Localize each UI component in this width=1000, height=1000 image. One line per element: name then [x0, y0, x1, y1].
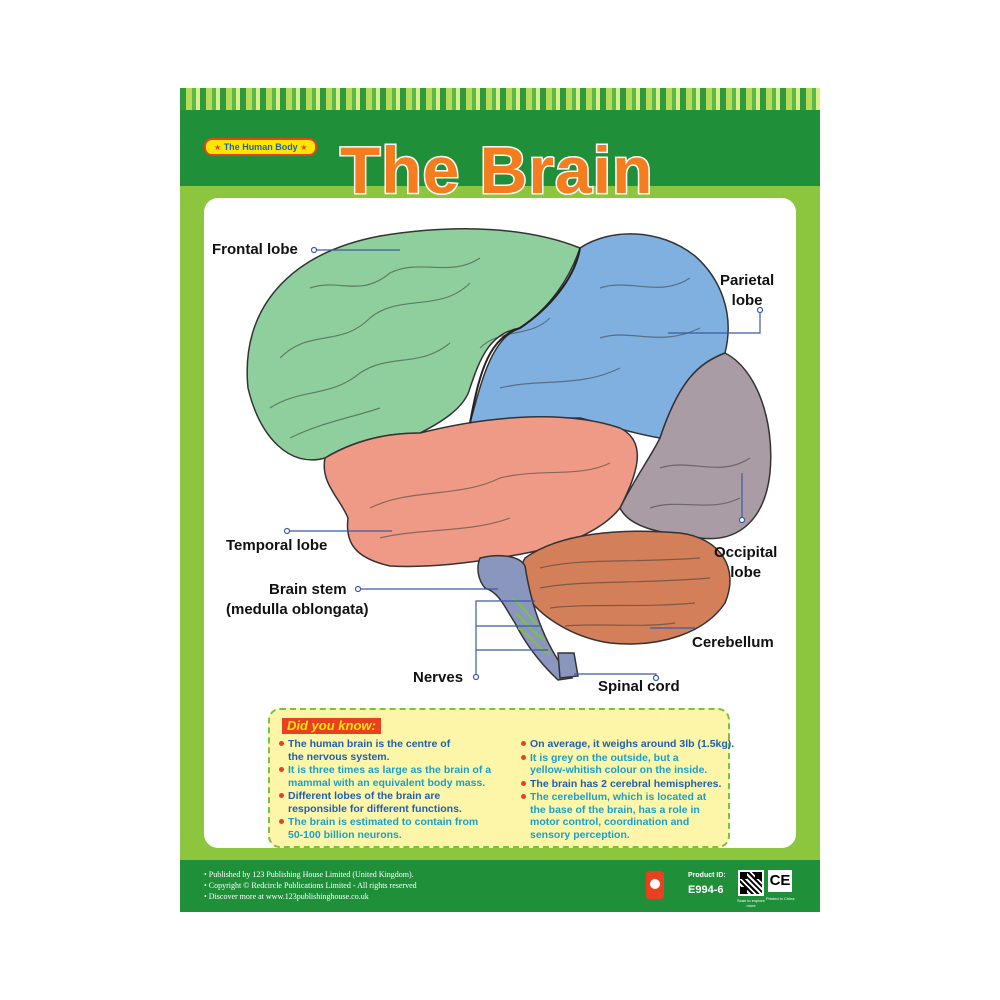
brain-folds	[269, 257, 751, 627]
leader-dot	[310, 246, 318, 254]
leader-line-nerves	[475, 600, 548, 676]
qr-caption: Scan to explore more	[737, 898, 765, 908]
qr-code-icon	[738, 870, 764, 896]
did-you-know-title: Did you know:	[282, 718, 381, 734]
header-bar: ★ The Human Body ★ The Brain	[180, 110, 820, 209]
footer-bar: • Published by 123 Publishing House Limi…	[180, 860, 820, 912]
credits: • Published by 123 Publishing House Limi…	[204, 869, 417, 902]
page-title: The Brain	[338, 132, 654, 209]
made-in-label: Printed in China	[766, 896, 795, 901]
fact-line: Different lobes of the brain are	[288, 790, 441, 802]
fact-line: yellow-whitish colour on the inside.	[530, 764, 708, 776]
credit-line: • Published by 123 Publishing House Limi…	[204, 870, 414, 879]
leader-lines	[283, 246, 764, 682]
product-id-label: Product ID:	[688, 872, 726, 879]
fact-item: The brain has 2 cerebral hemispheres.	[520, 778, 742, 791]
central-sulcus	[469, 247, 581, 424]
label-brain-stem-line-1: Brain stem	[269, 581, 347, 598]
fact-line: the base of the brain, has a role in	[530, 803, 700, 816]
series-badge: ★ The Human Body ★	[204, 138, 318, 156]
cerebellum-region	[520, 530, 731, 645]
label-parietal-line-2: lobe	[731, 292, 763, 309]
label-occipital-line-2: lobe	[730, 564, 762, 581]
fact-line: sensory perception.	[530, 828, 630, 841]
fact-line: the nervous system.	[288, 750, 390, 763]
brain-diagram	[246, 228, 772, 682]
spinal-cord-region	[557, 652, 579, 679]
facts-right-column: On average, it weighs around 3lb (1.5kg)…	[520, 738, 742, 842]
leader-line-parietal	[668, 311, 761, 334]
fact-line: mammal with an equivalent body mass.	[288, 776, 486, 789]
fact-item: It is three times as large as the brain …	[278, 764, 500, 789]
fact-line: motor control, coordination and	[530, 816, 690, 828]
temporal-lobe-region	[323, 416, 638, 568]
leader-dot	[283, 527, 291, 535]
fact-line: The cerebellum, which is located at	[530, 791, 707, 803]
fact-line: 50-100 billion neurons.	[288, 828, 402, 841]
ce-mark-icon: CE	[768, 870, 792, 892]
label-frontal-lobe: Frontal lobe	[212, 241, 298, 258]
fact-line: It is three times as large as the brain …	[288, 764, 492, 776]
leader-dot	[354, 585, 362, 593]
leader-dot	[738, 516, 746, 524]
label-parietal-lobe: Parietal lobe	[720, 271, 774, 311]
publisher-logo	[646, 871, 664, 899]
striped-border	[180, 88, 820, 110]
leader-dot	[756, 306, 764, 314]
fact-item: On average, it weighs around 3lb (1.5kg)…	[520, 738, 742, 751]
poster: ★ The Human Body ★ The Brain	[180, 88, 820, 912]
credit-line: • Copyright © Redcircle Publications Lim…	[204, 881, 417, 890]
fact-line: The brain is estimated to contain from	[288, 816, 479, 828]
label-spinal-cord: Spinal cord	[598, 678, 680, 695]
brain-stem-region	[477, 554, 574, 681]
label-occipital-line-1: Occipital	[714, 544, 778, 561]
label-nerves: Nerves	[413, 669, 464, 686]
leader-dot	[472, 673, 480, 681]
star-icon: ★	[214, 143, 222, 152]
fact-line: The brain has 2 cerebral hemispheres.	[530, 777, 722, 790]
label-occipital-lobe: Occipital lobe	[714, 543, 777, 583]
fact-line: responsible for different functions.	[288, 802, 462, 815]
series-badge-label: The Human Body	[223, 142, 298, 152]
did-you-know-box: Did you know: The human brain is the cen…	[268, 708, 734, 848]
star-icon: ★	[300, 143, 308, 152]
fact-line: The human brain is the centre of	[288, 738, 451, 750]
fact-line: It is grey on the outside, but a	[530, 751, 679, 764]
leader-dot	[652, 674, 660, 682]
label-temporal-lobe: Temporal lobe	[226, 537, 328, 554]
fact-line: On average, it weighs around 3lb (1.5kg)…	[530, 738, 735, 750]
label-brain-stem: Brain stem (medulla oblongata)	[226, 580, 369, 620]
label-cerebellum: Cerebellum	[692, 634, 774, 651]
label-parietal-line-1: Parietal	[720, 272, 775, 289]
label-brain-stem-line-2: (medulla oblongata)	[226, 601, 369, 618]
product-id: E994-6	[688, 884, 724, 896]
credit-line: • Discover more at www.123publishinghous…	[204, 892, 369, 901]
